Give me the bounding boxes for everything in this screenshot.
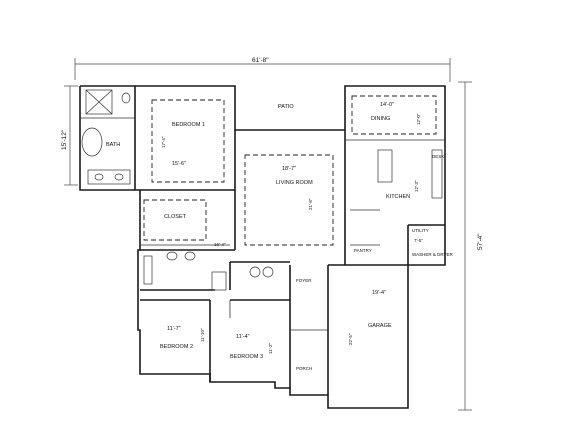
bedroom3-dim-b: 11'-2" [268,342,273,354]
overall-dimensions [64,58,472,411]
living-label: LIVING ROOM [276,180,313,186]
utility-dim-a: 7'-5" [414,238,423,243]
bedroom1-label: BEDROOM 1 [172,122,205,128]
utility-label: UTILITY [412,228,429,233]
kitchen-dim-a: 12'-3" [414,180,419,192]
dining-dim-a: 14'-0" [380,102,394,108]
dining-dim-b: 12'-0" [416,113,421,125]
washer-dryer-label: WASHER & DRYER [412,252,454,257]
garage-dim-a: 19'-4" [372,290,386,296]
bath-label: BATH [106,142,120,148]
ceiling-outlines [143,95,437,246]
garage-dim-b: 22'-5" [348,333,353,345]
overall-width-label: 61'-8" [252,57,269,64]
garage-label: GARAGE [368,323,392,329]
bedroom3-label: BEDROOM 3 [230,354,263,360]
bedroom2-dim-b: 11'-10" [200,328,205,342]
pantry-label: PANTRY [354,248,372,253]
interior-walls [80,86,445,395]
living-dim-a: 18'-7" [282,166,296,172]
bedroom2-label: BEDROOM 2 [160,344,193,350]
kitchen-label: KITCHEN [386,194,410,200]
living-dim-b: 21'-8" [308,198,313,210]
closet-label: CLOSET [164,214,187,220]
porch-label: PORCH [296,366,312,371]
desk-label: DESK [432,154,444,159]
dining-label: DINING [371,116,390,122]
patio-label: PATIO [278,104,294,110]
foyer-label: FOYER [296,278,312,283]
bedroom1-dim-a: 17'-4" [161,136,166,148]
fixtures [81,89,443,291]
overall-depth-label: 57'-4" [477,233,484,250]
bedroom1-dim-b: 15'-6" [172,161,186,167]
small-dim-label: 16'-4" [214,242,226,247]
left-wing-label: 15'-12" [61,129,68,150]
bedroom2-dim-a: 11'-7" [167,326,181,332]
bedroom3-dim-a: 11'-4" [236,334,250,340]
